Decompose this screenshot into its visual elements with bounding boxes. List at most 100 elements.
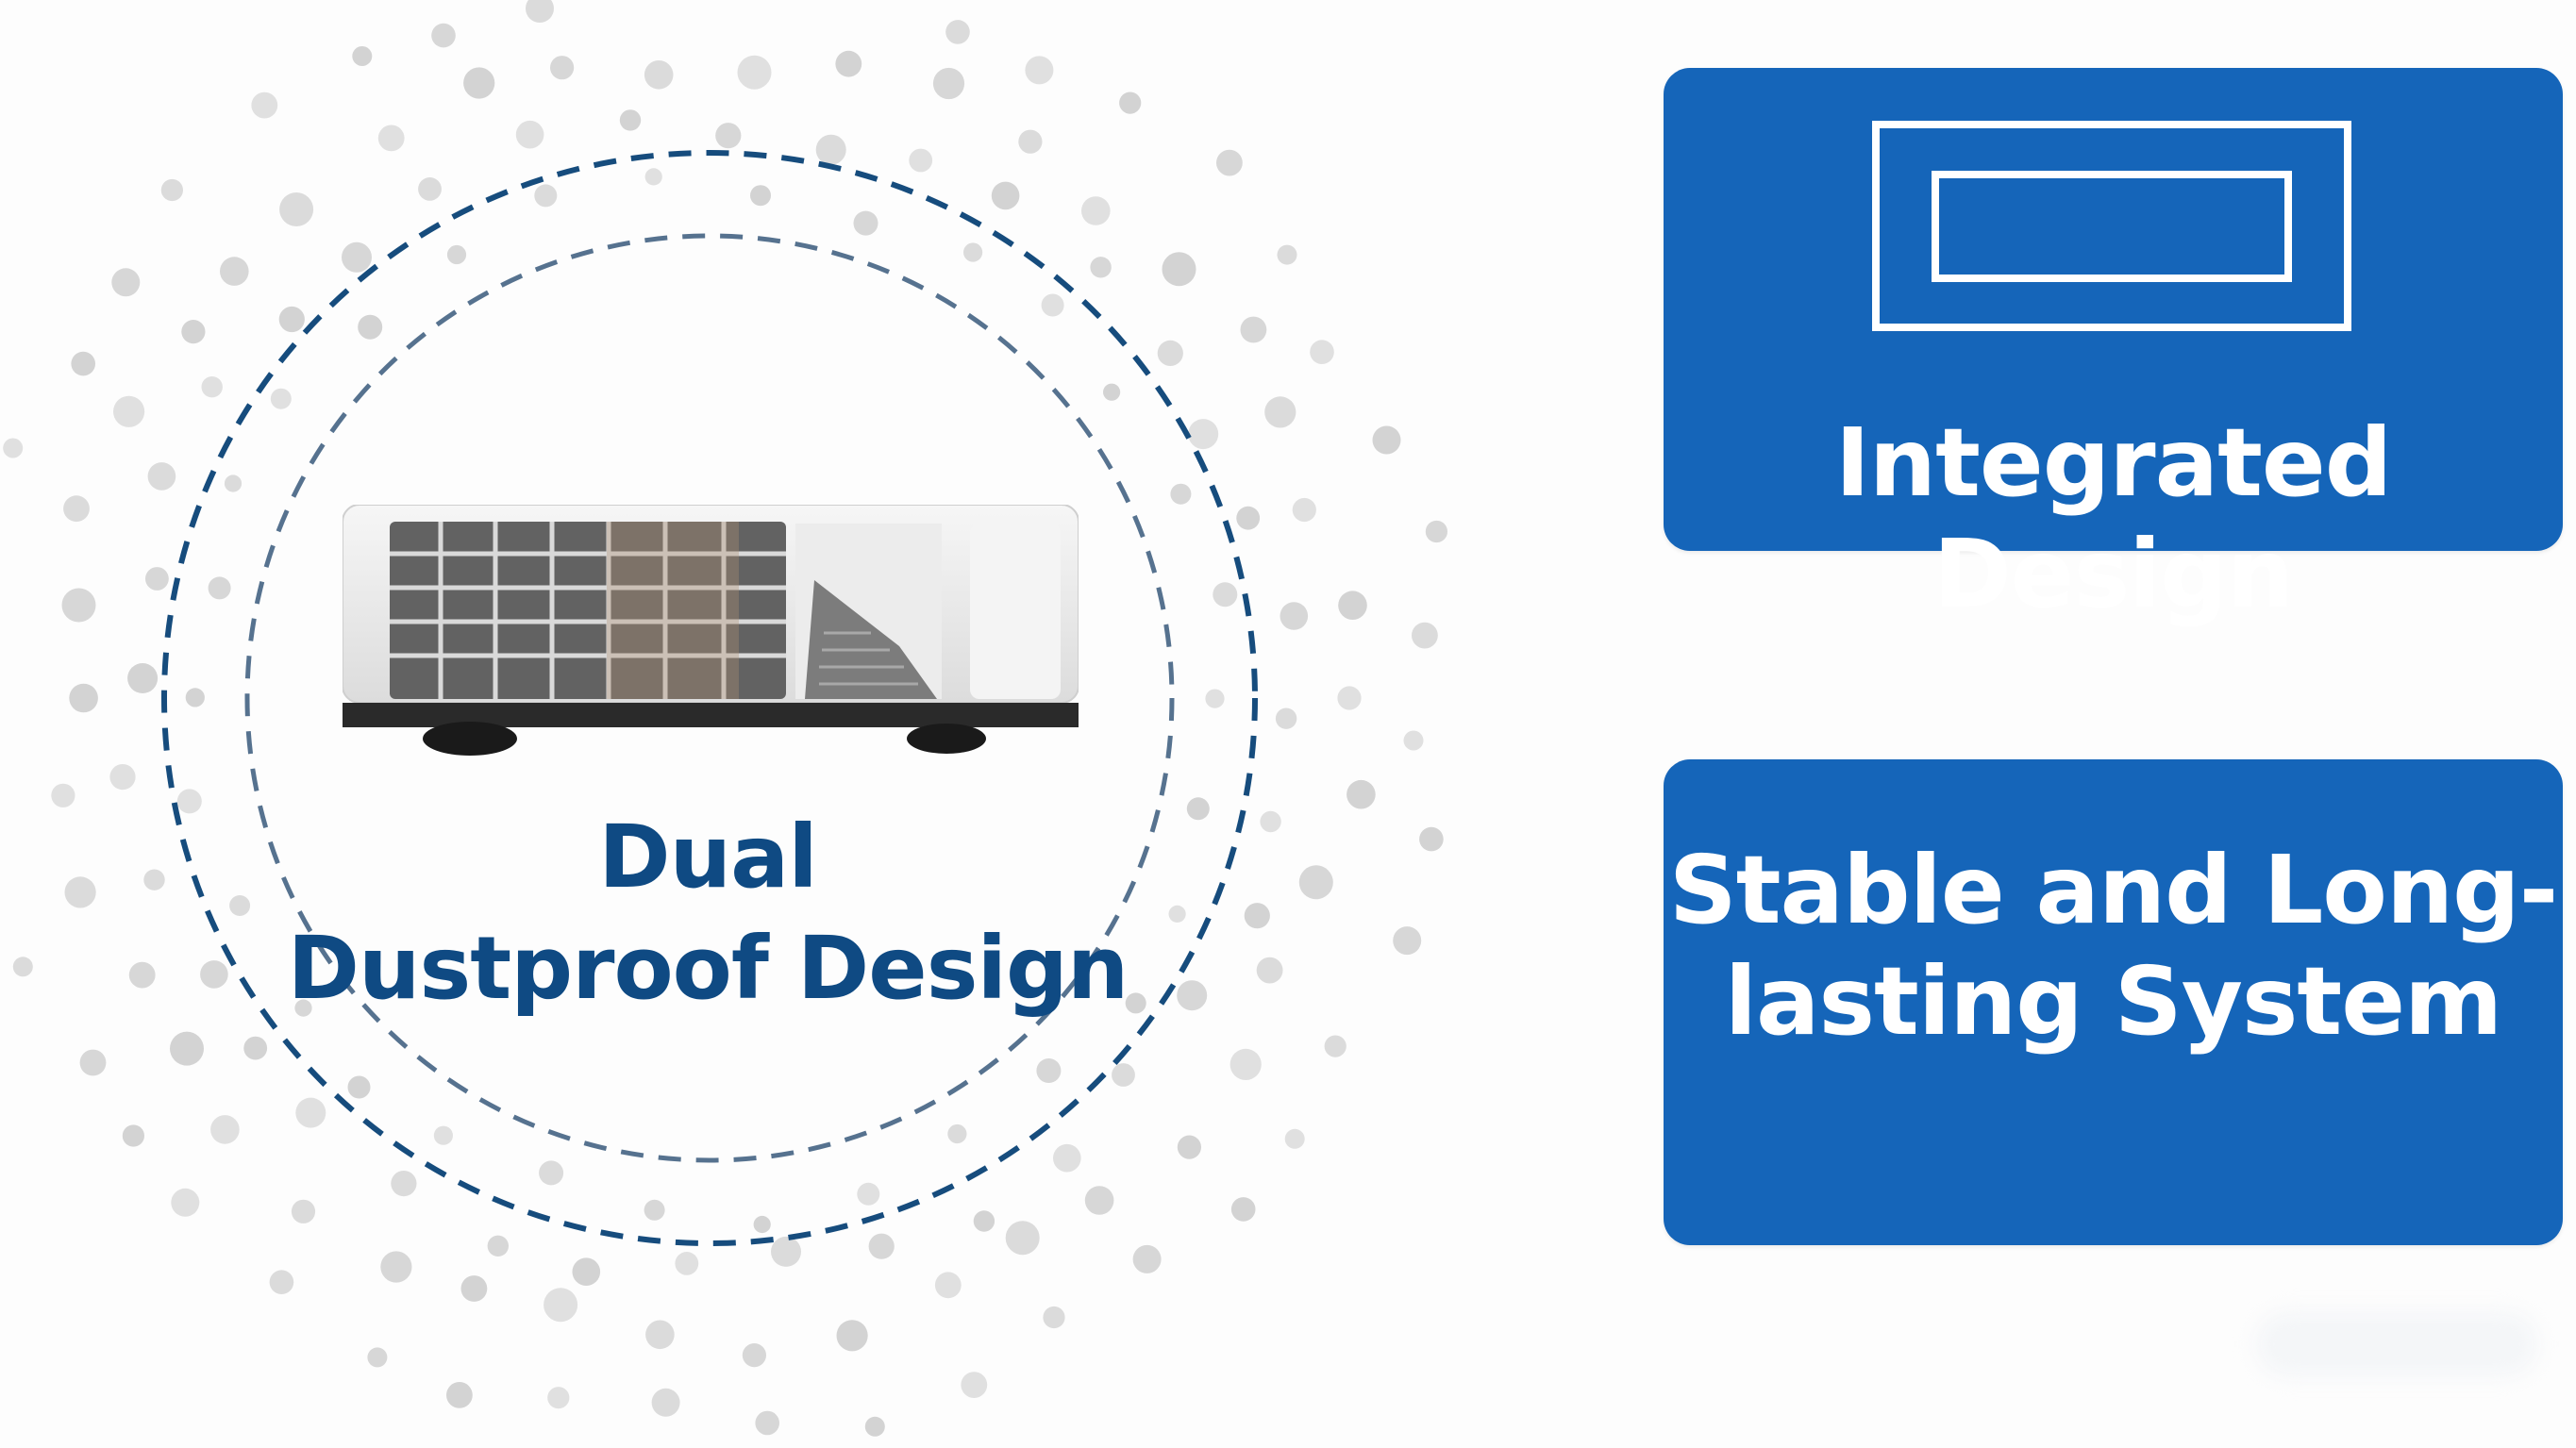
background-dot bbox=[544, 1288, 578, 1323]
background-dot bbox=[111, 268, 141, 297]
background-dot bbox=[1157, 340, 1183, 366]
background-dot bbox=[269, 1270, 294, 1294]
background-dot bbox=[932, 67, 965, 100]
background-dot bbox=[79, 1049, 107, 1076]
background-dot bbox=[836, 1320, 868, 1352]
background-dot bbox=[460, 1275, 488, 1302]
background-dot bbox=[539, 1160, 564, 1186]
background-dot bbox=[534, 184, 558, 208]
background-dot bbox=[170, 1031, 204, 1066]
background-dot bbox=[945, 20, 970, 44]
background-dot bbox=[991, 181, 1020, 210]
background-dot bbox=[1292, 497, 1316, 523]
left-label-line2: Dustproof Design bbox=[287, 918, 1129, 1019]
background-dot bbox=[433, 1125, 453, 1145]
background-dot bbox=[1256, 957, 1283, 984]
background-dot bbox=[753, 1215, 771, 1234]
background-dot bbox=[1213, 582, 1238, 607]
background-dot bbox=[210, 1115, 240, 1144]
background-dot bbox=[1168, 905, 1186, 924]
background-dot bbox=[229, 895, 251, 916]
background-dot bbox=[391, 1171, 417, 1197]
background-dot bbox=[1260, 810, 1281, 833]
background-dot bbox=[69, 683, 98, 713]
background-dot bbox=[1170, 483, 1192, 505]
background-dot bbox=[755, 1410, 779, 1436]
background-dot bbox=[71, 351, 95, 376]
background-dot bbox=[771, 1236, 801, 1267]
background-dot bbox=[122, 1124, 144, 1147]
background-dot bbox=[1216, 149, 1243, 176]
background-dot bbox=[109, 764, 136, 791]
background-dot bbox=[181, 320, 206, 344]
background-dot bbox=[446, 244, 467, 265]
background-dot bbox=[251, 92, 278, 119]
background-dot bbox=[200, 960, 228, 989]
background-dot bbox=[1043, 1306, 1065, 1329]
background-dot bbox=[127, 663, 159, 693]
background-dot bbox=[1103, 383, 1121, 401]
background-dot bbox=[1230, 1197, 1256, 1222]
background-dot bbox=[270, 388, 292, 409]
background-dot bbox=[1244, 903, 1270, 929]
background-dot bbox=[1177, 980, 1208, 1011]
background-dot bbox=[1177, 1135, 1201, 1159]
background-dot bbox=[1041, 293, 1064, 317]
background-dot bbox=[1324, 1035, 1347, 1057]
background-dot bbox=[1419, 826, 1444, 852]
background-dot bbox=[1425, 520, 1447, 543]
background-dot bbox=[644, 60, 674, 90]
background-dot bbox=[224, 474, 243, 492]
background-dot bbox=[815, 134, 846, 165]
background-dot bbox=[145, 567, 169, 591]
background-dot bbox=[961, 1372, 988, 1398]
background-dot bbox=[1412, 622, 1438, 649]
background-dot bbox=[515, 120, 544, 149]
background-dot bbox=[963, 242, 983, 262]
dot-pattern-background bbox=[3, 0, 1447, 1437]
background-dot bbox=[1403, 730, 1424, 751]
background-dot bbox=[1188, 419, 1219, 450]
background-dot bbox=[1280, 602, 1309, 630]
background-dot bbox=[737, 55, 772, 90]
background-dot bbox=[358, 314, 383, 340]
background-dot bbox=[1036, 1058, 1062, 1083]
background-dot bbox=[1372, 425, 1401, 455]
background-dot bbox=[547, 1387, 570, 1409]
background-dot bbox=[1298, 865, 1333, 900]
integrated-design-card: Integrated Design bbox=[1664, 68, 2563, 629]
background-dot bbox=[1018, 129, 1043, 154]
background-dot bbox=[1240, 316, 1267, 343]
background-dot bbox=[147, 462, 176, 491]
background-dot bbox=[208, 576, 231, 600]
background-dot bbox=[1162, 252, 1196, 287]
background-dot bbox=[1186, 797, 1210, 821]
background-dot bbox=[51, 783, 75, 807]
background-dot bbox=[143, 869, 165, 890]
background-dot bbox=[1275, 707, 1297, 729]
inner-dashed-ring bbox=[244, 233, 1175, 1163]
background-dot bbox=[463, 67, 495, 99]
background-dot bbox=[644, 168, 662, 186]
background-dot bbox=[171, 1188, 200, 1217]
background-dot bbox=[1277, 244, 1297, 265]
projector-product-image bbox=[343, 505, 1079, 756]
background-dot bbox=[1119, 92, 1142, 114]
background-dot bbox=[446, 1382, 473, 1408]
background-dot bbox=[367, 1347, 388, 1368]
background-dot bbox=[342, 241, 372, 273]
background-dot bbox=[243, 1036, 268, 1060]
background-dot bbox=[1090, 257, 1112, 278]
background-dot bbox=[201, 376, 223, 398]
background-dot bbox=[857, 1182, 880, 1206]
background-dot bbox=[160, 178, 183, 202]
background-dot bbox=[128, 961, 156, 989]
dashed-rings bbox=[161, 150, 1258, 1246]
stable-system-card: Stable and Long- lasting System bbox=[1664, 759, 2563, 1245]
background-dot bbox=[431, 23, 456, 48]
background-dot bbox=[487, 1235, 509, 1257]
stable-system-line1: Stable and Long- bbox=[1668, 835, 2559, 945]
background-dot bbox=[1205, 689, 1225, 708]
background-dot bbox=[715, 123, 742, 149]
